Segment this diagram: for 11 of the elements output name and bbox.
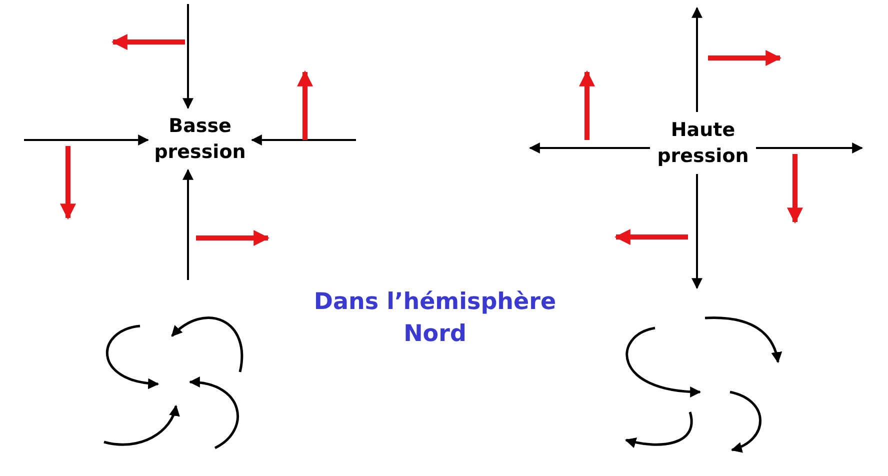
arrow	[692, 6, 702, 112]
arrow	[692, 174, 702, 290]
arrow	[182, 168, 194, 280]
arrow	[756, 142, 864, 154]
pressure-label: Haute pression	[650, 112, 756, 174]
arrow	[182, 4, 194, 110]
arrow	[528, 142, 650, 154]
pressure-label: Basse pression	[148, 108, 252, 170]
caption-text: Dans l’hémisphère Nord	[312, 288, 558, 349]
arrow	[250, 134, 356, 146]
arrow	[24, 134, 150, 146]
